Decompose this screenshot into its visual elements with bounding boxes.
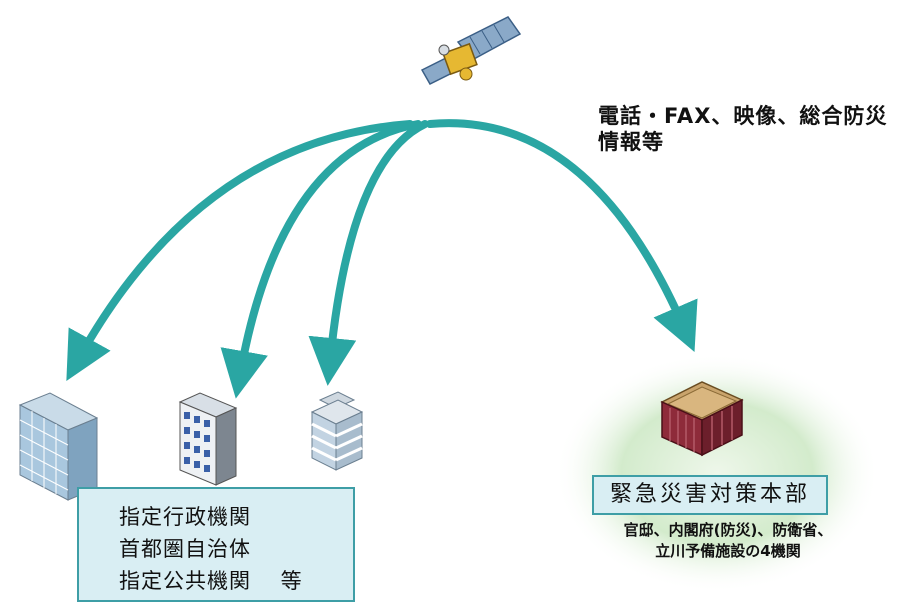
signal-arrows — [66, 119, 698, 399]
building-icon-3 — [310, 391, 364, 471]
caption-line-2: 情報等 — [598, 130, 664, 154]
arrow-to-left-building-1 — [66, 120, 414, 381]
arrow-to-left-building-2 — [220, 120, 422, 399]
arrow-to-left-building-3 — [308, 120, 429, 386]
communication-caption: 電話・FAX、映像、総合防災 情報等 — [598, 103, 898, 155]
hq-glow-circle — [557, 355, 877, 591]
building-icon-2 — [178, 392, 238, 486]
hq-detail-line-2: 立川予備施設の4機関 — [655, 542, 801, 560]
hq-title-box: 緊急災害対策本部 — [592, 475, 828, 515]
organizations-box: 指定行政機関 首都圏自治体 指定公共機関 等 — [77, 487, 355, 602]
org-line-2: 首都圏自治体 — [119, 537, 251, 561]
hq-building-icon — [660, 381, 744, 457]
arrow-to-hq — [426, 119, 698, 353]
satellite-icon — [420, 16, 522, 85]
caption-line-1: 電話・FAX、映像、総合防災 — [598, 104, 888, 128]
building-icon-1 — [18, 392, 99, 501]
org-line-3: 指定公共機関 等 — [119, 569, 303, 593]
hq-detail-line-1: 官邸、内閣府(防災)、防衛省、 — [623, 521, 833, 539]
hq-detail: 官邸、内閣府(防災)、防衛省、 立川予備施設の4機関 — [583, 520, 873, 562]
org-line-1: 指定行政機関 — [119, 505, 251, 529]
